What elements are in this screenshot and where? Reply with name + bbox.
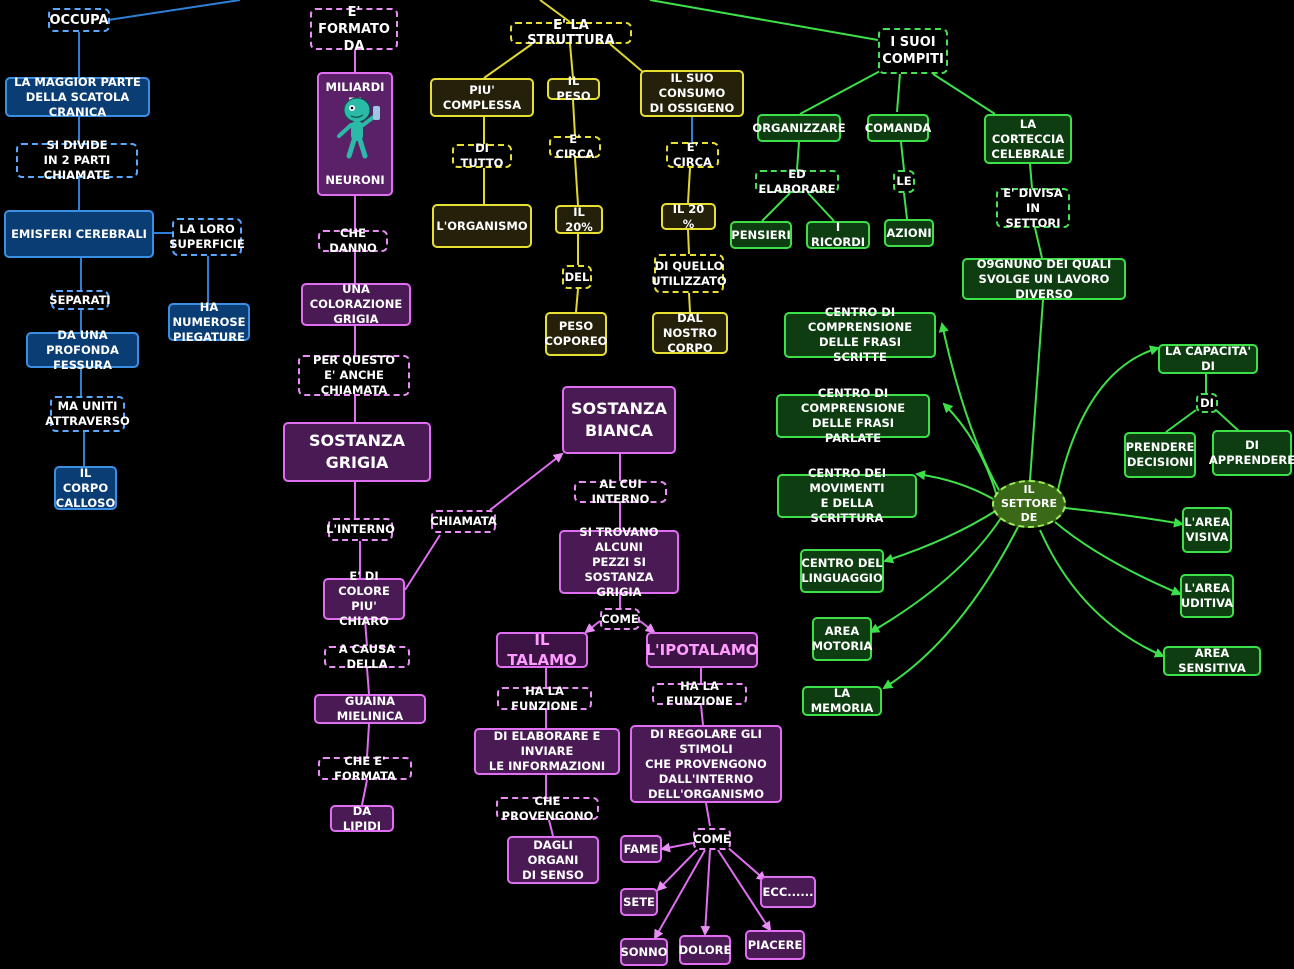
purple-connectors <box>354 50 772 940</box>
sonno-node[interactable]: SONNO <box>620 938 668 966</box>
organismo-node[interactable]: L'ORGANISMO <box>432 204 532 248</box>
emisferi-cerebrali-node[interactable]: EMISFERI CEREBRALI <box>4 210 154 258</box>
corteccia-celebrale-node[interactable]: LA CORTECCIA CELEBRALE <box>984 114 1072 164</box>
circa-link-2[interactable]: E' CIRCA <box>666 140 719 169</box>
frasi-scritte-node[interactable]: CENTRO DI COMPRENSIONE DELLE FRASI SCRIT… <box>784 305 936 364</box>
le-link[interactable]: LE <box>893 170 915 193</box>
sostanza-grigia-node[interactable]: SOSTANZA GRIGIA <box>283 422 431 482</box>
ha-funzione-link-1[interactable]: HA LA FUNZIONE <box>497 684 592 713</box>
colore-chiaro-node[interactable]: E' DI COLORE PIU' CHIARO <box>323 569 405 628</box>
area-motoria-node[interactable]: AREA MOTORIA <box>812 617 872 661</box>
corpo-calloso-node[interactable]: IL CORPO CALLOSO <box>54 465 117 510</box>
il-peso-node[interactable]: IL PESO <box>547 74 600 103</box>
la-struttura-link[interactable]: E' LA STRUTTURA <box>510 18 632 48</box>
formato-da-link[interactable]: E' FORMATO DA <box>310 5 398 54</box>
azioni-node[interactable]: AZIONI <box>884 219 934 247</box>
del-link[interactable]: DEL <box>562 265 592 289</box>
ecc-node[interactable]: ECC...... <box>760 876 816 908</box>
area-sensitiva-node[interactable]: AREA SENSITIVA <box>1163 646 1261 676</box>
per-questo-link[interactable]: PER QUESTO E' ANCHE CHIAMATA <box>298 353 410 397</box>
talamo-node[interactable]: IL TALAMO <box>496 631 588 669</box>
separati-link[interactable]: SEPARATI <box>49 290 111 310</box>
organizzare-node[interactable]: ORGANIZZARE <box>752 114 846 142</box>
neuroni-node[interactable]: MILIARDI DI NEURONI <box>317 72 393 196</box>
ha-funzione-link-2[interactable]: HA LA FUNZIONE <box>652 679 747 708</box>
guaina-mielinica-node[interactable]: GUAINA MIELINICA <box>314 694 426 724</box>
fame-node[interactable]: FAME <box>620 835 662 863</box>
linguaggio-node[interactable]: CENTRO DEL LINGUAGGIO <box>800 549 884 593</box>
apprendere-node[interactable]: DI APPRENDERE <box>1209 430 1294 476</box>
come-link-1[interactable]: COME <box>600 608 640 630</box>
ed-elaborare-link[interactable]: ED ELABORARE <box>755 167 839 196</box>
regolare-stimoli-node[interactable]: DI REGOLARE GLI STIMOLI CHE PROVENGONO D… <box>630 725 782 803</box>
venti-percento-node-2[interactable]: IL 20 % <box>661 202 716 231</box>
ognuno-lavoro-node[interactable]: O9GNUNO DEI QUALI SVOLGE UN LAVORO DIVER… <box>962 257 1126 301</box>
al-cui-interno-link[interactable]: AL CUI INTERNO <box>574 477 667 506</box>
a-causa-link[interactable]: A CAUSA DELLA <box>324 642 410 671</box>
come-link-2[interactable]: COME <box>693 828 731 850</box>
di-tutto-link[interactable]: DI TUTTO <box>452 141 512 170</box>
pezzi-sostanza-grigia-node[interactable]: SI TROVANO ALCUNI PEZZI SI SOSTANZA GRIG… <box>559 525 679 599</box>
interno-link[interactable]: L'INTERNO <box>326 518 395 541</box>
area-uditiva-node[interactable]: L'AREA UDITIVA <box>1180 574 1234 618</box>
area-visiva-node[interactable]: L'AREA VISIVA <box>1182 507 1232 553</box>
occupa-link[interactable]: OCCUPA <box>48 8 110 32</box>
loro-superficie-link[interactable]: LA LORO SUPERFICIE <box>169 218 245 256</box>
dolore-node[interactable]: DOLORE <box>679 935 731 965</box>
settore-hub[interactable]: IL SETTORE DE <box>992 480 1066 528</box>
chiamata-link[interactable]: CHIAMATA <box>430 510 497 533</box>
piacere-node[interactable]: PIACERE <box>745 930 805 960</box>
di-quello-link[interactable]: DI QUELLO UTILIZZATO <box>651 254 727 293</box>
ma-uniti-link[interactable]: MA UNITI ATTRAVERSO <box>45 396 130 432</box>
organi-senso-node[interactable]: DAGLI ORGANI DI SENSO <box>507 836 599 884</box>
profonda-fessura-node[interactable]: DA UNA PROFONDA FESSURA <box>26 328 139 372</box>
prendere-decisioni-node[interactable]: PRENDERE DECISIONI <box>1124 432 1196 478</box>
ricordi-node[interactable]: I RICORDI <box>806 220 870 249</box>
elaborare-inviare-node[interactable]: DI ELABORARE E INVIARE LE INFORMAZIONI <box>474 728 620 775</box>
neuroni-label: NEURONI <box>325 173 385 187</box>
memoria-node[interactable]: LA MEMORIA <box>802 686 882 716</box>
maggior-parte-node[interactable]: LA MAGGIOR PARTE DELLA SCATOLA CRANICA <box>5 75 150 119</box>
neuron-cartoon-icon <box>337 97 380 159</box>
piegature-node[interactable]: HA NUMEROSE PIEGATURE <box>168 300 250 344</box>
che-provengono-link[interactable]: CHE PROVENGONO <box>496 794 599 823</box>
pensieri-node[interactable]: PENSIERI <box>730 221 792 249</box>
comanda-node[interactable]: COMANDA <box>865 114 931 142</box>
si-divide-link[interactable]: SI DIVIDE IN 2 PARTI CHIAMATE <box>16 138 138 182</box>
blue-connectors <box>78 0 241 466</box>
frasi-parlate-node[interactable]: CENTRO DI COMPRENSIONE DELLE FRASI PARLA… <box>776 386 930 445</box>
consumo-ossigeno-node[interactable]: IL SUO CONSUMO DI OSSIGENO <box>640 70 744 117</box>
nostro-corpo-node[interactable]: DAL NOSTRO CORPO <box>652 311 728 355</box>
movimenti-scrittura-node[interactable]: CENTRO DEI MOVIMENTI E DELLA SCRITTURA <box>777 466 917 525</box>
sete-node[interactable]: SETE <box>620 888 658 916</box>
che-danno-link[interactable]: CHE DANNO <box>318 226 388 255</box>
formata-link[interactable]: CHE E' FORMATA <box>318 754 412 783</box>
colorazione-grigia-node[interactable]: UNA COLORAZIONE GRIGIA <box>301 282 411 326</box>
lipidi-node[interactable]: DA LIPIDI <box>330 804 394 833</box>
capacita-node[interactable]: LA CAPACITA' DI <box>1158 344 1258 374</box>
peso-corporeo-node[interactable]: PESO COPOREO <box>545 312 607 356</box>
green-connectors <box>649 0 1241 690</box>
divisa-settori-link[interactable]: E' DIVISA IN SETTORI <box>996 186 1070 230</box>
di-link[interactable]: DI <box>1196 393 1218 413</box>
sostanza-bianca-node[interactable]: SOSTANZA BIANCA <box>562 386 676 454</box>
circa-link-1[interactable]: E' CIRCA <box>549 132 601 161</box>
venti-percento-node-1[interactable]: IL 20% <box>555 205 603 234</box>
ipotalamo-node[interactable]: L'IPOTALAMO <box>646 632 759 668</box>
piu-complessa-node[interactable]: PIU' COMPLESSA <box>430 78 534 117</box>
suoi-compiti-link[interactable]: I SUOI COMPITI <box>878 28 948 74</box>
